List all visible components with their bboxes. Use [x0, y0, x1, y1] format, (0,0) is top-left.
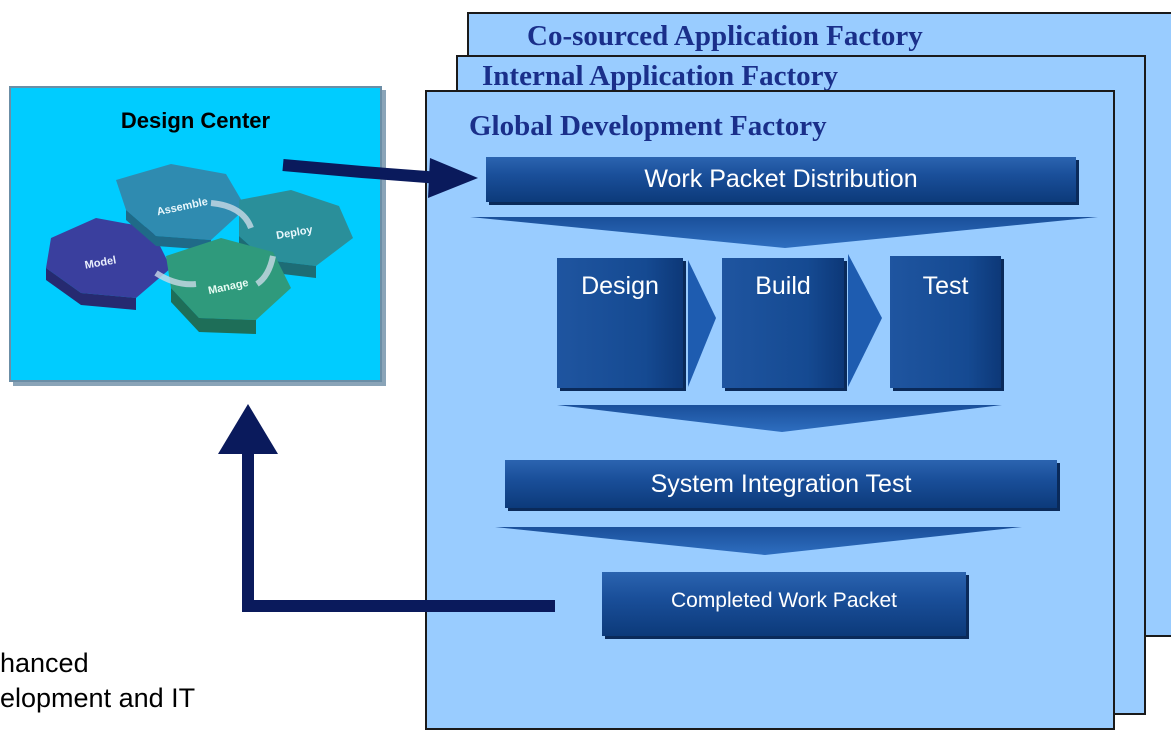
design-center-box: Design Center Model Assemble Deploy Mana… — [9, 86, 382, 382]
stage-chevron-1-icon — [688, 260, 716, 387]
cycle-arrow-icon — [154, 270, 197, 288]
work-packet-distribution-bar: Work Packet Distribution — [486, 157, 1076, 202]
flow-arrow-to-factory — [282, 159, 441, 184]
completed-work-packet-label: Completed Work Packet — [670, 589, 898, 612]
stage-chevron-2-icon — [848, 254, 882, 387]
system-integration-test-label: System Integration Test — [650, 470, 912, 498]
system-integration-test-bar: System Integration Test — [505, 460, 1057, 508]
funnel-1-icon — [470, 217, 1098, 248]
assemble-hexagon: Assemble — [116, 164, 246, 250]
test-stage: Test — [890, 256, 1001, 388]
work-packet-distribution-label: Work Packet Distribution — [644, 165, 918, 193]
cosourced-factory-title: Co-sourced Application Factory — [527, 20, 923, 52]
build-stage-label: Build — [755, 272, 811, 300]
deploy-hexagon: Deploy — [239, 190, 353, 278]
arrowhead-right-icon — [428, 158, 478, 198]
global-factory-title: Global Development Factory — [469, 110, 827, 142]
footer-text-line-2: elopment and IT — [0, 683, 196, 713]
model-label: Model — [84, 254, 117, 271]
design-stage: Design — [557, 258, 683, 388]
build-stage: Build — [722, 258, 844, 388]
model-hexagon: Model — [46, 218, 171, 310]
completed-work-packet-box: Completed Work Packet — [602, 572, 966, 636]
manage-hexagon: Manage — [166, 238, 291, 334]
footer-text-line-1: hanced — [0, 648, 89, 678]
cycle-arrow-icon — [255, 255, 276, 287]
design-center-title: Design Center — [120, 108, 271, 133]
lifecycle-hexagons: Model Assemble Deploy Manage — [46, 164, 353, 334]
test-stage-label: Test — [922, 272, 969, 300]
design-stage-label: Design — [581, 272, 659, 300]
arrowhead-up-icon — [218, 404, 278, 454]
cycle-arrow-icon — [210, 200, 254, 230]
funnel-3-icon — [495, 527, 1022, 555]
flow-arrow-return — [242, 445, 555, 612]
internal-factory-title: Internal Application Factory — [482, 60, 839, 92]
funnel-2-icon — [557, 405, 1002, 432]
